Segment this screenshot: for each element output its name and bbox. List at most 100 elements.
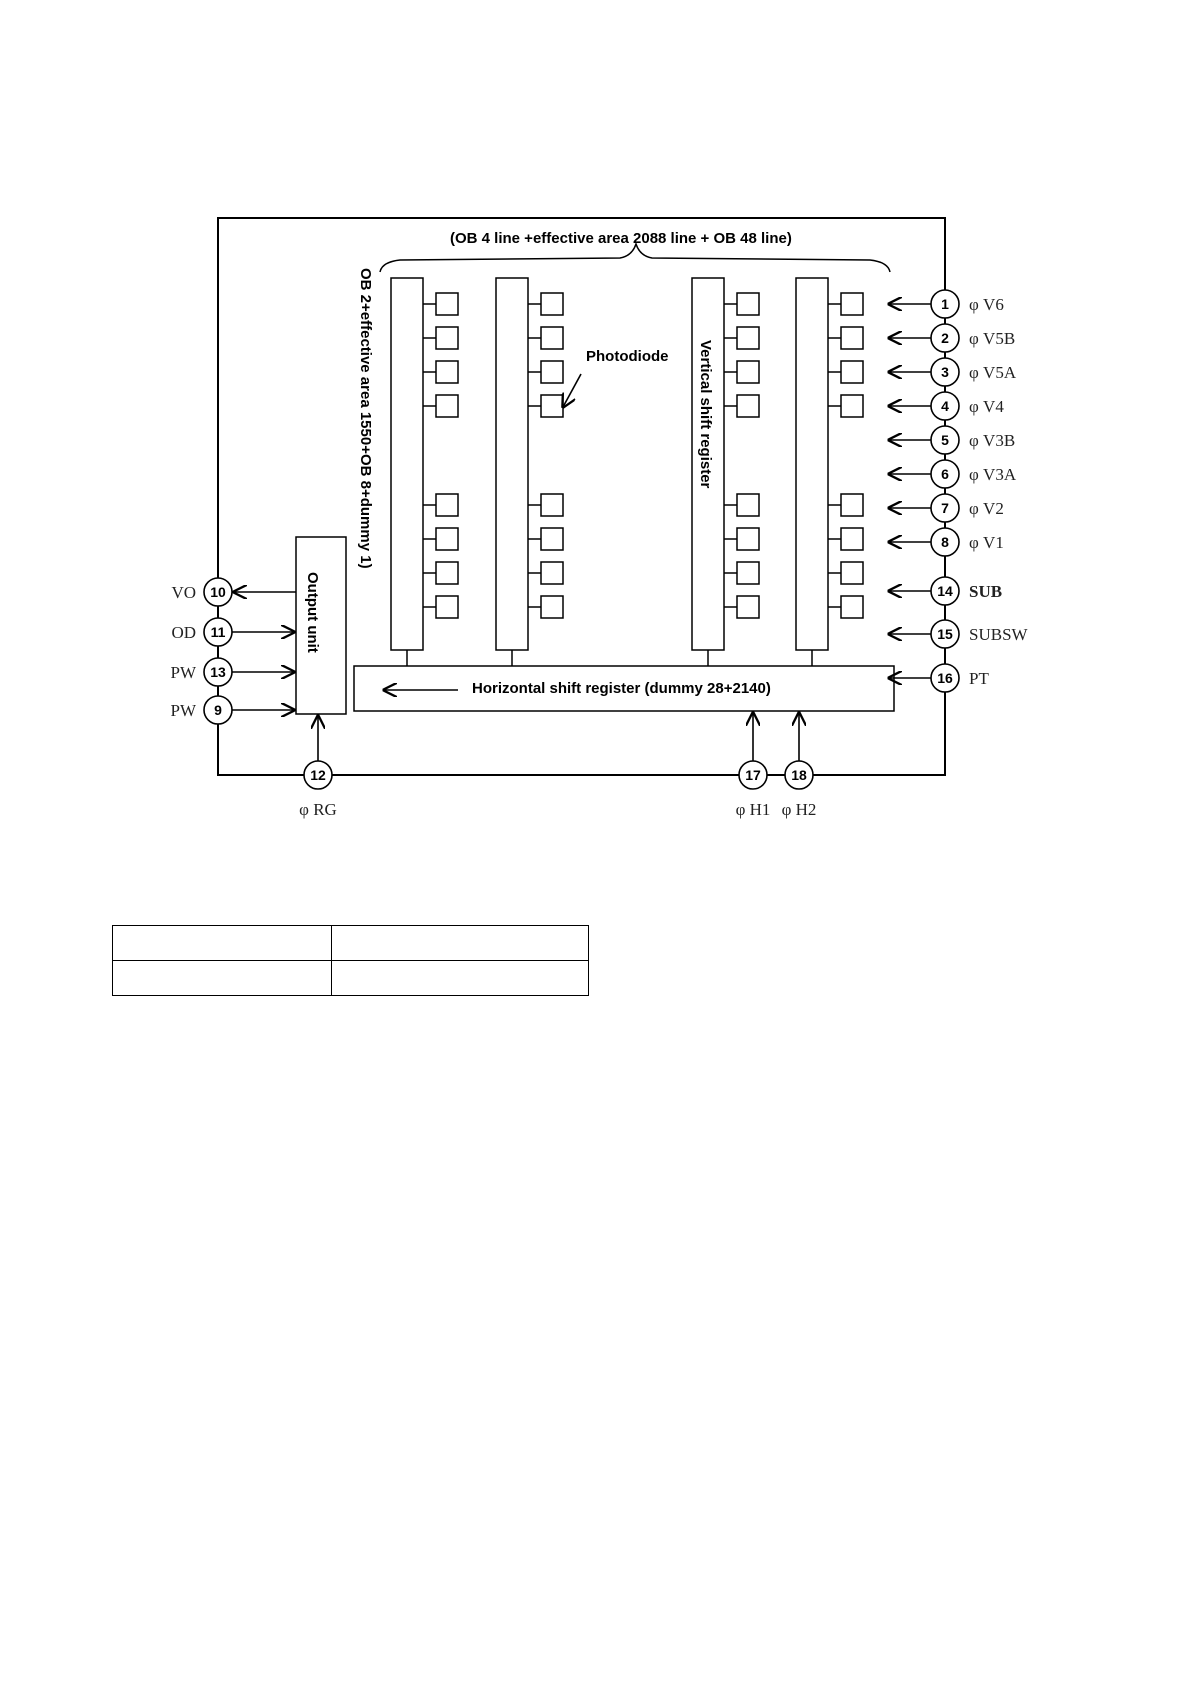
photodiode-cell [435,326,459,350]
top-label: (OB 4 line +effective area 2088 line + O… [450,230,792,247]
pin-18: 18 φ H2 [782,760,817,819]
pin-number: 6 [941,466,949,482]
pin-circle [930,619,960,649]
pin-number: 17 [745,767,761,783]
pin-number: 5 [941,432,949,448]
pin-12: 12φ RG [299,760,337,819]
top-brace [379,241,891,273]
pin-label: VO [171,583,196,602]
pin-circle [784,760,814,790]
pin-label: φ V5B [969,329,1015,348]
pin-circle [930,663,960,693]
pin-circle [930,357,960,387]
photodiode-cell [435,493,459,517]
photodiode-cell [435,292,459,316]
photodiode-cell [840,527,864,551]
pin-circle [203,695,233,725]
pin-circle [738,760,768,790]
photodiode-cell [435,595,459,619]
pin-number: 16 [937,670,953,686]
pin-circle [930,493,960,523]
photodiode-cell [736,595,760,619]
table-cell [331,960,589,996]
pin-circle [930,459,960,489]
photodiode-cell [540,326,564,350]
pin-label: φ V1 [969,533,1004,552]
photodiode-cell [435,360,459,384]
pin-circle [930,425,960,455]
pin-label: φ V3B [969,431,1015,450]
pin-17: 17 φ H1 [736,760,771,819]
photodiode-cell [736,360,760,384]
pin-15: 15 SUBSW [930,619,1029,649]
table-cell [331,925,589,961]
photodiode-cell [736,561,760,585]
photodiode-cell [540,595,564,619]
photodiode-cell [736,326,760,350]
pin-11: 11 OD [171,617,233,647]
pin-circle [203,617,233,647]
pin-13: 13 PW [171,657,233,687]
photodiode-cell [840,360,864,384]
pin-label: φ H1 [736,800,771,819]
photodiode-cell [736,292,760,316]
photodiode-cell [540,394,564,418]
vertical-register-2 [495,277,529,651]
pin-number: 3 [941,364,949,380]
pin-label: φ V5A [969,363,1017,382]
ccd-block-diagram: (OB 4 line +effective area 2088 line + O… [171,217,1029,819]
horizontal-shift-register [353,665,895,712]
pin-number: 14 [937,583,953,599]
pin-label: φ V2 [969,499,1004,518]
pin-circle [930,289,960,319]
pin-number: 9 [214,702,222,718]
pin-3: 3 φ V5A [930,357,1017,387]
pin-label: SUBSW [969,625,1029,644]
pin-circle [930,527,960,557]
blank-table [112,925,589,996]
photodiode-cell [840,595,864,619]
vertical-register-4 [795,277,829,651]
pin-number: 4 [941,398,949,414]
photodiode-cell [540,292,564,316]
pin-number: 8 [941,534,949,550]
photodiode-cell [736,493,760,517]
photodiode-cell [540,561,564,585]
pin-5: 5 φ V3B [930,425,1015,455]
pin-14: 14 SUB [930,576,1002,606]
left-label: OB 2+effective area 1550+OB 8+dummy 1) [357,268,374,569]
photodiode-cell [840,292,864,316]
pin-number: 13 [210,664,226,680]
pin-circle [303,760,333,790]
pin-label: SUB [969,582,1002,601]
photodiode-cell [736,527,760,551]
table-row [112,925,589,961]
pin-circle [930,391,960,421]
pin-label: PW [171,701,197,720]
pin-label: OD [171,623,196,642]
photodiode-cell [540,360,564,384]
photodiode-cell [840,394,864,418]
pin-label: PW [171,663,197,682]
pin-number: 15 [937,626,953,642]
pin-9: 9 PW [171,695,233,725]
pin-label: φ V4 [969,397,1004,416]
output-unit-label: Output unit [304,572,321,653]
pin-circle [930,576,960,606]
table-cell [112,925,332,961]
pin-number: 10 [210,584,226,600]
photodiode-cell [435,527,459,551]
table-cell [112,960,332,996]
pin-4: 4 φ V4 [930,391,1004,421]
pin-circle [930,323,960,353]
pin-number: 18 [791,767,807,783]
pin-label: φ RG [299,800,337,819]
pin-number: 11 [211,624,226,640]
pin-circle [203,577,233,607]
horizontal-shift-register-label: Horizontal shift register (dummy 28+2140… [472,680,771,697]
pin-label: φ H2 [782,800,817,819]
